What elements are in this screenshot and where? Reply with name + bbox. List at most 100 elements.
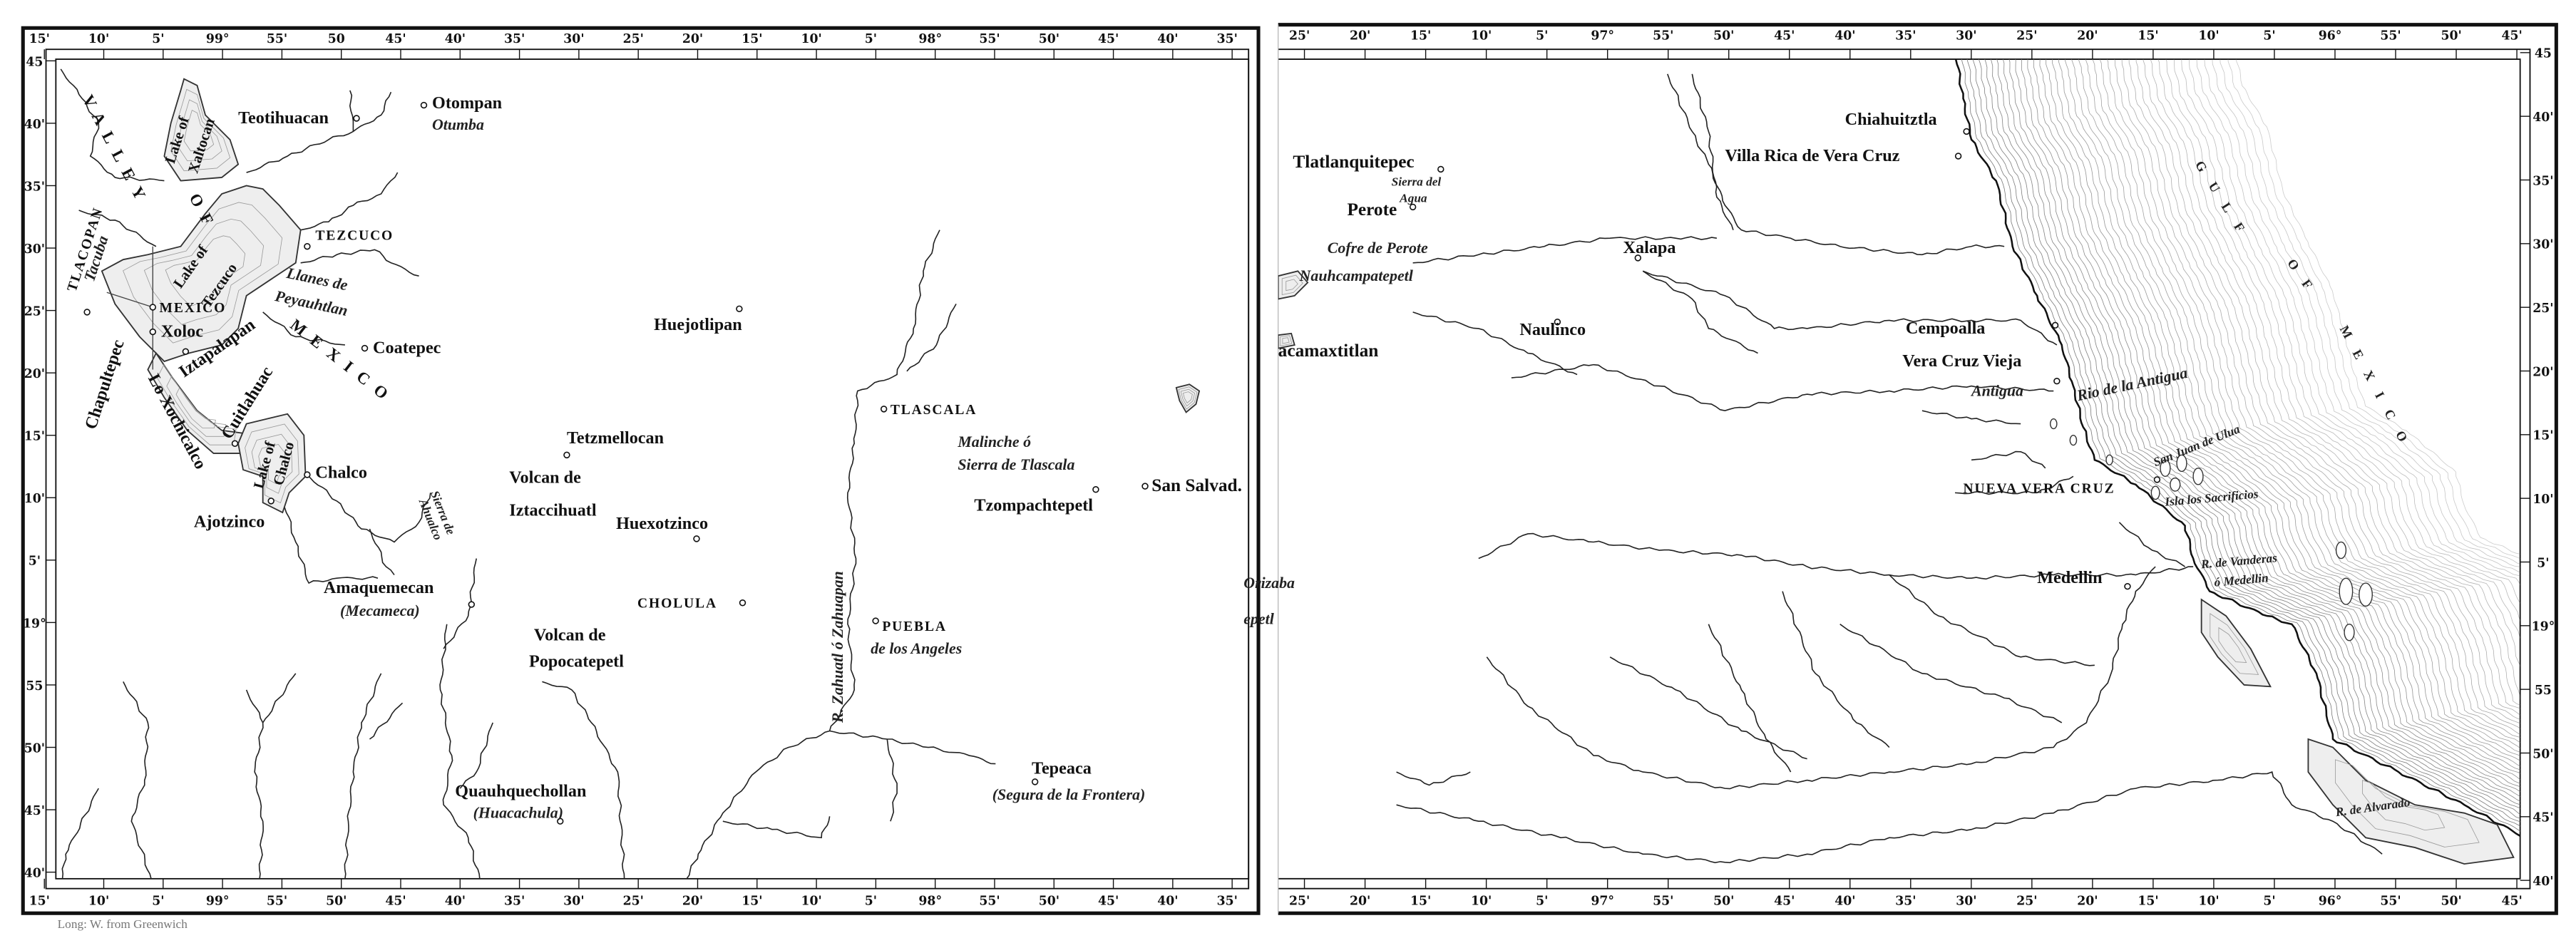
longitude-label: 5'	[152, 895, 164, 909]
longitude-label: 20'	[682, 32, 703, 46]
town-marker-icon	[1031, 778, 1039, 785]
latitude-label: 25'	[24, 305, 45, 319]
longitude-label: 15'	[2138, 29, 2158, 43]
town-marker-icon	[182, 348, 190, 355]
label-huexotzinco-town: Huexotzinco	[616, 514, 708, 533]
longitude-label: 10'	[88, 32, 109, 46]
latitude-label: 40'	[24, 118, 45, 132]
lagoon-west-2	[1278, 332, 1295, 349]
latitude-label: 19°	[23, 617, 46, 631]
island	[2339, 577, 2354, 605]
sea-contour	[2179, 59, 2520, 793]
town-marker-icon	[1963, 128, 1970, 135]
river	[1486, 566, 2156, 790]
lagoon-contour	[1286, 279, 1298, 292]
sea-contour	[2047, 59, 2520, 818]
label-tlascala-city: TLASCALA	[891, 403, 977, 418]
river	[829, 730, 996, 765]
sea-contour	[2066, 59, 2520, 813]
label-xoloc-town: Xoloc	[161, 321, 203, 341]
town-marker-icon	[304, 471, 311, 478]
right-inner-border	[1278, 48, 2531, 890]
longitude-label: 97°	[1591, 895, 1614, 909]
sea-contour	[2073, 59, 2520, 812]
label-de-los-angeles-alt-name: de los Angeles	[871, 640, 962, 657]
river	[61, 788, 99, 879]
town-marker-icon	[2051, 321, 2059, 329]
longitude-label: 10'	[801, 895, 822, 909]
longitude-label: 98°	[918, 32, 942, 46]
sea-contour	[2120, 59, 2520, 803]
latitude-label: 55	[2535, 684, 2552, 698]
label-acamaxtitlan-town: acamaxtitlan	[1278, 341, 1379, 361]
latitude-label: 5'	[2537, 556, 2549, 570]
label-mexico-region: MEXICO	[287, 315, 399, 408]
longitude-label: 55'	[979, 895, 1000, 909]
latitude-label: 30'	[2533, 238, 2553, 252]
lagoon-contour	[2218, 627, 2247, 663]
latitude-label: 35'	[2533, 174, 2553, 188]
river	[1642, 270, 2058, 346]
longitude-label: 10'	[1471, 895, 1492, 909]
sea-contour	[2106, 59, 2520, 805]
town-marker-icon	[1141, 483, 1149, 490]
river	[686, 230, 940, 879]
longitude-label: 55'	[1653, 29, 1673, 43]
island	[2176, 454, 2187, 473]
island	[2160, 459, 2171, 478]
label-villa-rica-de-vera-cruz-town: Villa Rica de Vera Cruz	[1725, 146, 1899, 165]
label-r-zahuatl-zahuapan-river: R. Zahuatl ó Zahuapan	[829, 571, 846, 723]
sea-contour	[2041, 59, 2520, 818]
label-valley-region: VALLEY	[79, 91, 155, 211]
latitude-label: 45	[2535, 47, 2552, 61]
latitude-label: 45'	[24, 804, 45, 818]
sea-contour	[1960, 59, 2520, 837]
label-nauhcampatepetl-mountain: Nauhcampatepetl	[1299, 267, 1414, 284]
longitude-label: 97°	[1591, 29, 1614, 43]
lake-contour	[1180, 388, 1196, 407]
river	[1921, 410, 2021, 425]
longitude-label: 20'	[682, 895, 703, 909]
lake-san-salvador	[1175, 383, 1201, 413]
right-graticule-ticks: 25'20'15'10'5'97°55'50'45'40'35'30'25'20…	[1289, 29, 2555, 908]
river	[60, 68, 165, 182]
label-mexico-city: MEXICO	[160, 301, 227, 316]
label-amaquemecan-town: Amaquemecan	[324, 578, 434, 597]
town-marker-icon	[361, 344, 369, 352]
lake-contour	[177, 99, 222, 162]
lagoon-contour	[2210, 613, 2259, 675]
longitude-label: 50'	[1039, 32, 1059, 46]
label-otumba-alt-name: Otumba	[432, 116, 484, 133]
longitude-label: 45'	[1098, 32, 1119, 46]
sea-contour	[2016, 59, 2520, 824]
town-marker-icon	[736, 305, 743, 313]
sea-contour	[2086, 59, 2520, 810]
label-popocatepetl-mountain: Popocatepetl	[529, 652, 624, 671]
label-malinche-mountain: Malinche ó	[957, 433, 1031, 450]
lake-contour	[183, 110, 215, 152]
lake-tezcuco	[101, 185, 302, 363]
latitude-label: 55	[26, 679, 43, 694]
longitude-label: 15'	[29, 895, 50, 909]
longitude-label: 50'	[1039, 895, 1059, 909]
latitude-label: 15'	[24, 430, 45, 444]
river	[78, 210, 157, 247]
sea-contour	[1965, 59, 2520, 835]
label-rio-de-la-antigua-river: Rio de la Antigua	[2075, 364, 2189, 405]
label-of-sea: OF	[2284, 257, 2324, 304]
label-r-de-vanderas-river: R. de Vanderas	[2200, 551, 2277, 571]
river	[906, 303, 957, 372]
label-orizaba-mountain: Orizaba	[1243, 574, 1295, 592]
longitude-label: 20'	[2077, 29, 2098, 43]
label-agua-mountain: Agua	[1399, 192, 1427, 205]
island	[2359, 582, 2373, 607]
label-sierra-de-tlascala-mountain: Sierra de Tlascala	[958, 456, 1074, 473]
sea-contour	[2149, 59, 2520, 798]
river	[439, 624, 481, 879]
longitude-label: 35'	[504, 32, 525, 46]
longitude-label: 99°	[206, 895, 230, 909]
river	[307, 474, 431, 543]
longitude-label: 5'	[1536, 29, 1548, 43]
island	[2069, 435, 2078, 446]
label-teotihuacan-town: Teotihuacan	[238, 108, 329, 128]
